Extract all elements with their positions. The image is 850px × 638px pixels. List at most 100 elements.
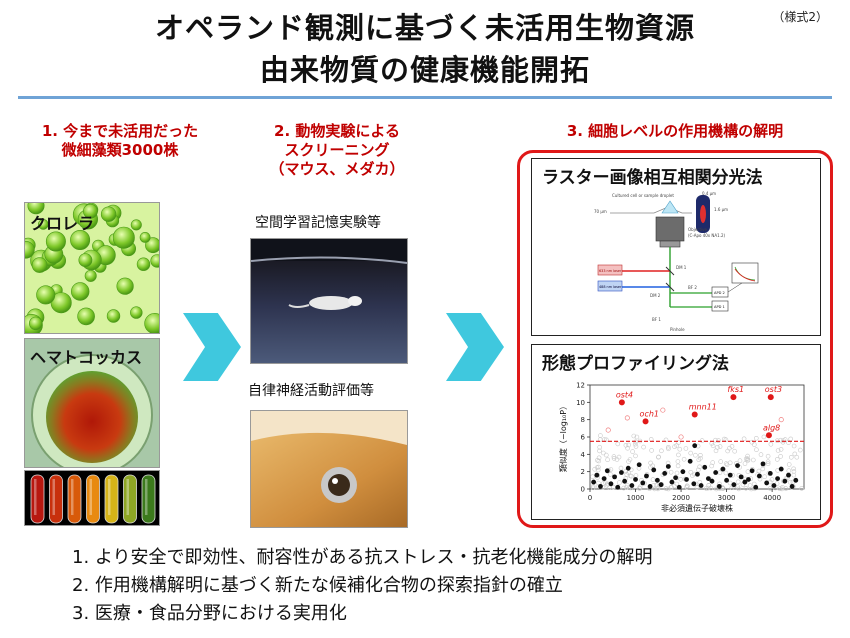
- background-point: [749, 439, 755, 445]
- data-point: [625, 465, 631, 471]
- data-point: [605, 427, 611, 433]
- y-tick-label: 8: [581, 416, 585, 424]
- background-point: [672, 483, 677, 489]
- data-point: [640, 480, 646, 486]
- svg-text:DM 1: DM 1: [676, 265, 687, 270]
- background-point: [595, 458, 600, 463]
- background-point: [681, 456, 687, 462]
- chlorella-cell: [130, 219, 142, 231]
- highlighted-point-ost4: [618, 399, 625, 406]
- data-point: [724, 477, 729, 483]
- background-point: [754, 435, 759, 441]
- data-point: [651, 467, 657, 473]
- chlorella-cell: [31, 257, 48, 273]
- background-point: [717, 470, 723, 475]
- chlorella-cells: [25, 203, 159, 333]
- x-tick-label: 0: [588, 494, 592, 502]
- data-point: [753, 484, 759, 490]
- data-point: [660, 407, 666, 413]
- background-point: [611, 454, 617, 459]
- background-point: [637, 485, 642, 491]
- data-point: [731, 482, 737, 488]
- data-point: [735, 463, 740, 468]
- background-point: [723, 461, 729, 466]
- background-point: [758, 452, 764, 457]
- objective: [655, 216, 685, 242]
- cell-body: [46, 371, 138, 463]
- haematococcus-photo: [24, 338, 160, 468]
- background-point: [605, 457, 610, 462]
- background-point: [618, 465, 624, 471]
- mouse-caption: 空間学習記憶実験等: [255, 215, 381, 231]
- chlorella-cell: [136, 257, 151, 271]
- haematococcus-label: ヘマトコッカス: [30, 348, 143, 367]
- data-point: [692, 443, 698, 449]
- background-point: [626, 442, 631, 448]
- svg-text:0.4 μm: 0.4 μm: [702, 191, 716, 196]
- point-label-alg8: alg8: [763, 423, 780, 432]
- data-point: [615, 484, 621, 490]
- background-point: [760, 466, 766, 472]
- background-point: [710, 460, 715, 465]
- data-point: [608, 481, 614, 487]
- background-point: [704, 486, 709, 491]
- mouse: [309, 296, 353, 310]
- background-point: [798, 447, 803, 453]
- svg-text:BF 2: BF 2: [688, 285, 697, 290]
- background-point: [611, 456, 617, 461]
- data-point: [713, 470, 719, 475]
- background-point: [697, 464, 702, 470]
- background-point: [751, 457, 756, 463]
- mechanism-box: [517, 150, 833, 528]
- x-axis-label: 非必須遺伝子破壊株: [661, 503, 733, 513]
- background-point: [663, 437, 669, 443]
- chlorella-cell: [36, 285, 56, 305]
- background-point: [768, 442, 774, 447]
- y-tick-label: 10: [576, 399, 585, 407]
- background-point: [745, 458, 751, 463]
- chlorella-cell: [45, 231, 66, 252]
- data-point: [749, 468, 755, 474]
- background-point: [678, 477, 683, 482]
- background-point: [595, 467, 601, 473]
- data-point: [691, 481, 697, 487]
- data-point: [601, 476, 607, 481]
- background-point: [675, 463, 681, 469]
- data-point: [702, 464, 708, 470]
- y-axis-label: 類似度（−log₁₀P）: [558, 402, 568, 472]
- svg-text:Pinhole: Pinhole: [670, 327, 685, 332]
- data-point: [764, 480, 770, 486]
- background-point: [792, 451, 798, 457]
- background-point: [778, 447, 784, 452]
- background-point: [674, 470, 680, 476]
- background-point: [710, 443, 716, 449]
- background-point: [594, 465, 600, 470]
- chlorella-photo: [24, 202, 160, 334]
- background-point: [775, 448, 781, 453]
- conclusion-2: 2. 作用機構解明に基づく新たな候補化合物の探索指針の確立: [72, 575, 563, 596]
- data-point: [633, 477, 638, 482]
- background-point: [656, 454, 661, 460]
- y-tick-label: 4: [581, 451, 586, 459]
- chlorella-cell: [139, 232, 151, 243]
- background-point: [765, 461, 771, 466]
- data-point: [680, 469, 686, 475]
- point-label-fks1: fks1: [727, 385, 744, 394]
- background-point: [597, 444, 603, 450]
- background-point: [788, 436, 793, 442]
- background-point: [699, 438, 705, 443]
- page-title-line1: オペランド観測に基づく未活用生物資源: [154, 11, 695, 45]
- data-point: [684, 477, 689, 482]
- column2-heading: 2. 動物実験による スクリーニング （マウス、メダカ）: [232, 122, 442, 179]
- highlighted-point-mnn11: [691, 411, 698, 418]
- data-point: [786, 472, 791, 478]
- chlorella-cell: [77, 307, 95, 326]
- column2-heading-line1: 2. 動物実験による: [274, 122, 400, 140]
- y-tick-label: 6: [581, 434, 586, 442]
- background-point: [685, 483, 690, 489]
- background-point: [778, 437, 783, 443]
- background-point: [754, 447, 759, 452]
- column1-heading-line2: 微細藻類3000株: [61, 141, 179, 159]
- background-point: [634, 434, 640, 440]
